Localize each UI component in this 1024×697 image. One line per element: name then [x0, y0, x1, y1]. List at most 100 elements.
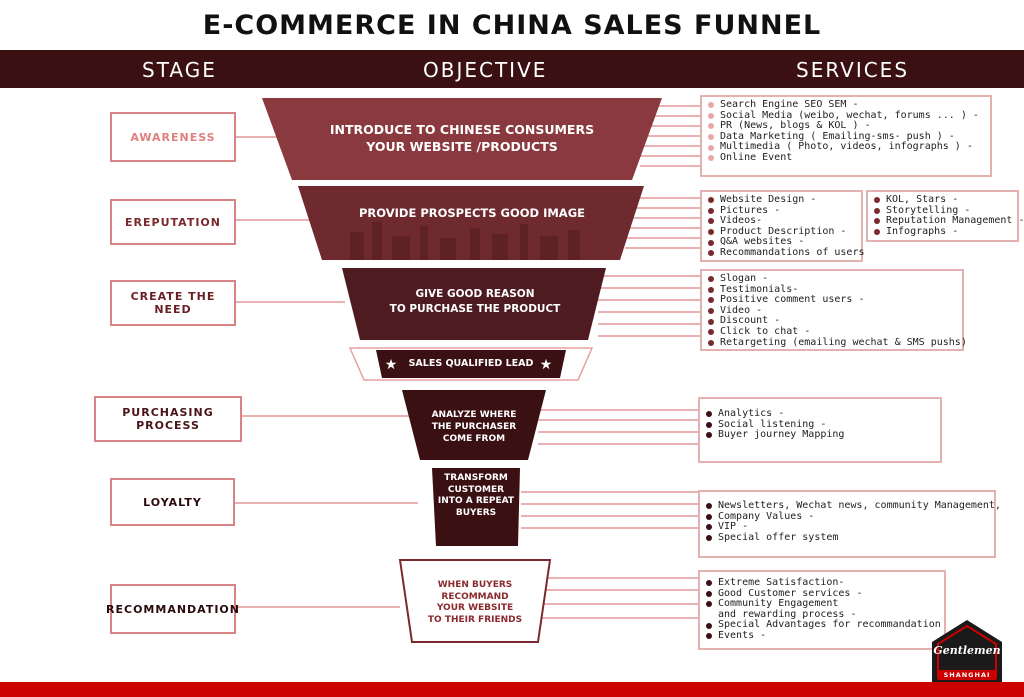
- list-item: VIP -: [706, 522, 990, 533]
- bullet-icon: [708, 207, 714, 214]
- services-ereputation-b: KOL, Stars - Storytelling - Reputation M…: [866, 190, 1024, 242]
- list-item: Product Description -: [708, 226, 857, 238]
- list-item: Retargeting (emailing wechat & SMS pushs…: [708, 337, 967, 349]
- list-item: and rewarding process -: [706, 608, 940, 621]
- list-item: KOL, Stars -: [874, 194, 1013, 206]
- gentlemen-logo: Gentlemen SHANGHAI: [930, 618, 1004, 684]
- page-title: E-COMMERCE IN CHINA SALES FUNNEL: [202, 10, 822, 41]
- house-icon: [932, 620, 1002, 684]
- funnel-text-line: WHEN BUYERS: [437, 580, 513, 590]
- list-item: Video -: [708, 304, 958, 317]
- list-item-text: Retargeting (emailing wechat & SMS pushs…: [720, 336, 967, 348]
- bullet-icon: [706, 432, 712, 439]
- bullet-icon: [708, 318, 714, 325]
- list-item: Social Media (weibo, wechat, forums ... …: [708, 110, 986, 122]
- services-loyalty: Newsletters, Wechat news, community Mana…: [698, 490, 1001, 558]
- list-item-text: Slogan -: [720, 273, 769, 284]
- list-item-text: Community Engagement: [718, 598, 839, 610]
- list-item: Special Advantages for recommandation: [706, 619, 941, 631]
- bullet-icon: [708, 134, 714, 141]
- list-item-text: and rewarding process -: [718, 608, 857, 620]
- list-item: Website Design -: [708, 194, 857, 206]
- bullet-icon: [706, 513, 712, 520]
- list-item: Multimedia ( Photo, videos, infographs )…: [708, 142, 986, 153]
- list-item-text: Videos-: [720, 215, 763, 227]
- list-item: Recommandations of users: [708, 247, 865, 259]
- list-item: Storytelling -: [874, 204, 1013, 217]
- funnel-text-loyalty: TRANSFORM CUSTOMER INTO A REPEAT BUYERS: [432, 473, 520, 519]
- funnel-level-create-need: [342, 268, 606, 340]
- list-item-text: Extreme Satisfaction-: [718, 577, 845, 588]
- list-item: Company Values -: [706, 511, 990, 523]
- funnel-text-line: CUSTOMER: [447, 484, 505, 495]
- logo-city: SHANGHAI: [943, 671, 991, 679]
- bullet-icon: [708, 112, 714, 119]
- bullet-icon: [708, 308, 714, 315]
- stage-ereputation: EREPUTATION: [110, 199, 236, 245]
- list-item-text: Reputation Management -: [886, 215, 1024, 227]
- funnel-text-line: YOUR WEBSITE: [436, 603, 514, 613]
- bullet-icon: [708, 197, 714, 204]
- sales-qualified-lead-label: SALES QUALIFIED LEAD: [408, 358, 534, 369]
- list-item-text: Data Marketing ( Emailing-sms- push ) -: [720, 130, 955, 142]
- funnel-text-create-need: GIVE GOOD REASON TO PURCHASE THE PRODUCT: [350, 287, 600, 317]
- bullet-icon: [706, 590, 712, 597]
- column-header-bar: STAGE OBJECTIVE SERVICES: [0, 50, 1024, 88]
- bullet-icon: [708, 218, 714, 225]
- funnel-text-purchasing: ANALYZE WHERE THE PURCHASER COME FROM: [410, 409, 538, 445]
- bullet-icon: [708, 144, 714, 151]
- funnel-text-line: THE PURCHASER: [431, 422, 517, 432]
- funnel-text-line: YOUR WEBSITE /PRODUCTS: [366, 139, 558, 154]
- bullet-icon: [708, 339, 714, 346]
- list-item: Pictures -: [708, 204, 857, 217]
- funnel-level-ereputation: [298, 186, 644, 260]
- funnel-text-line: COME FROM: [442, 434, 506, 444]
- list-item-text: Recommandations of users: [720, 246, 865, 258]
- list-item-text: Testimonials-: [720, 283, 799, 295]
- list-item-text: Discount -: [720, 315, 781, 327]
- list-item-text: KOL, Stars -: [886, 194, 959, 205]
- list-item: Discount -: [708, 316, 958, 327]
- list-item-text: PR (News, blogs & KOL ) -: [720, 120, 871, 132]
- list-item: Click to chat -: [708, 326, 958, 338]
- bullet-icon: [706, 411, 712, 418]
- funnel-level-awareness: [262, 98, 662, 180]
- list-item-text: Analytics -: [718, 408, 785, 419]
- bullet-icon: [706, 524, 712, 531]
- list-item: Q&A websites -: [708, 237, 857, 248]
- funnel-text-ereputation: PROVIDE PROSPECTS GOOD IMAGE: [322, 206, 622, 220]
- bullet-icon: [706, 580, 712, 587]
- list-item-text: Newsletters, Wechat news, community Mana…: [718, 500, 1001, 511]
- list-item-text: Multimedia ( Photo, videos, infographs )…: [720, 141, 973, 153]
- stage-create-the-need: CREATE THE NEED: [110, 280, 236, 326]
- header-objective: OBJECTIVE: [423, 58, 548, 82]
- stage-awareness: AWARENESS: [110, 112, 236, 162]
- list-item-text: Special Advantages for recommandation: [718, 619, 941, 631]
- bullet-icon: [708, 155, 714, 162]
- star-icon-right: ★: [540, 357, 553, 373]
- funnel-text-line: RECOMMAND: [441, 591, 509, 602]
- list-item-text: Storytelling -: [886, 204, 971, 216]
- bullet-icon: [708, 329, 714, 336]
- bullet-icon: [706, 535, 712, 542]
- stage-purchasing-process: PURCHASING PROCESS: [94, 396, 242, 442]
- funnel-text-line: TRANSFORM: [444, 473, 508, 483]
- services-create-the-need: Slogan - Testimonials- Positive comment …: [700, 269, 967, 351]
- list-item-text: Buyer journey Mapping: [718, 429, 845, 441]
- funnel-level-loyalty: [432, 468, 520, 546]
- services-awareness: Search Engine SEO SEM - Social Media (we…: [700, 95, 992, 177]
- list-item-text: Website Design -: [720, 194, 817, 205]
- list-item: Search Engine SEO SEM -: [708, 99, 986, 111]
- list-item: Slogan -: [708, 273, 958, 285]
- list-item-text: Pictures -: [720, 204, 781, 216]
- list-item: PR (News, blogs & KOL ) -: [708, 121, 986, 132]
- list-item-text: Video -: [720, 304, 763, 316]
- list-item: Data Marketing ( Emailing-sms- push ) -: [708, 130, 986, 143]
- funnel-text-line: PROVIDE PROSPECTS GOOD IMAGE: [359, 206, 585, 220]
- funnel-level-recommandation: [398, 559, 552, 643]
- stage-recommandation: RECOMMANDATION: [106, 584, 239, 634]
- list-item-text: Positive comment users -: [720, 294, 865, 306]
- list-item: Social listening -: [706, 419, 936, 431]
- list-item-text: Q&A websites -: [720, 236, 805, 248]
- bullet-icon: [708, 250, 714, 257]
